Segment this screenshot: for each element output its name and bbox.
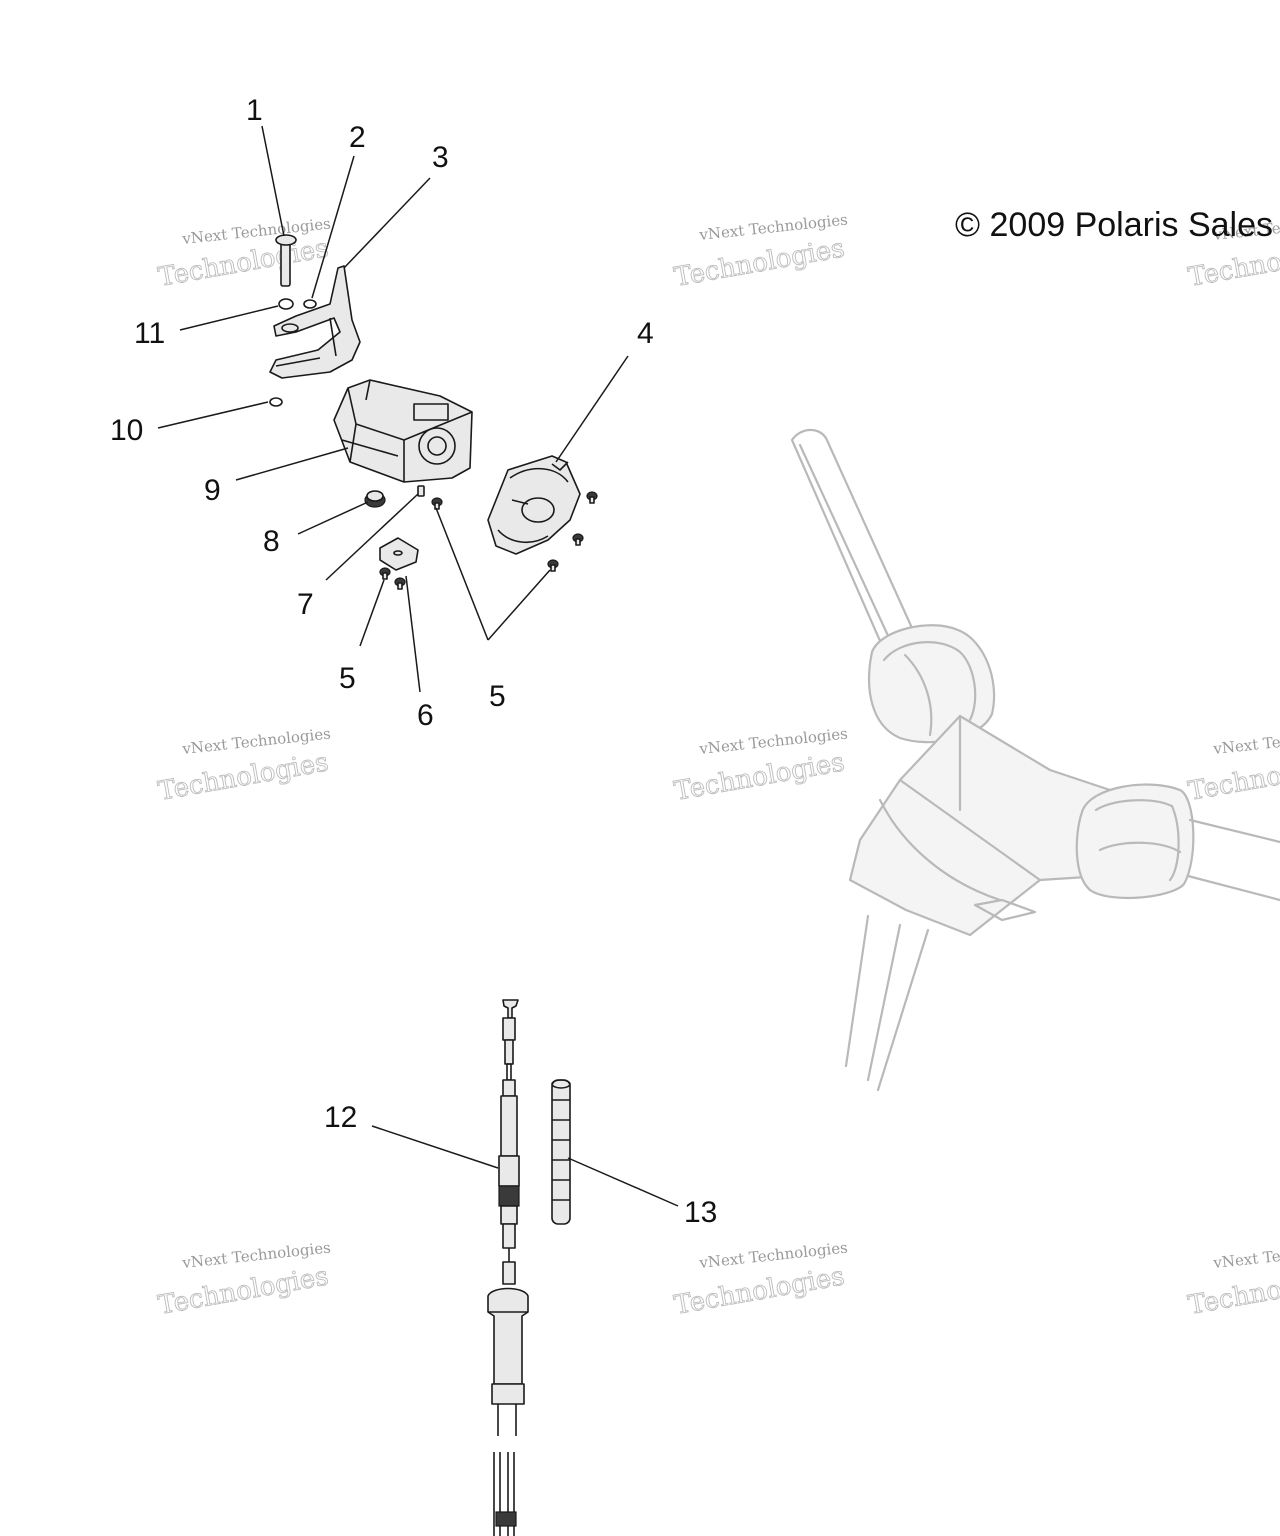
part-12-cable-assembly — [487, 999, 529, 1536]
callout-11: 11 — [134, 317, 165, 350]
callout-8: 8 — [263, 525, 280, 558]
leader-12 — [371, 1125, 499, 1169]
leader-3 — [343, 177, 431, 269]
leader-4 — [555, 355, 629, 463]
copyright-notice: © 2009 Polaris Sales — [955, 206, 1273, 244]
leader-1 — [261, 125, 285, 237]
part-4-switch-cover — [487, 455, 581, 555]
callout-numbers: 1 2 3 4 11 10 9 8 7 5 6 5 12 13 — [110, 94, 717, 1229]
watermark-bottom-right: vNext Technologies Technologies — [1186, 1239, 1280, 1322]
leader-10 — [157, 401, 269, 429]
leader-13 — [567, 1157, 679, 1207]
watermark-bottom-center: vNext Technologies Technologies — [672, 1239, 849, 1322]
watermark-line2: Technologies — [672, 1261, 847, 1320]
watermark-line2: Technologies — [1186, 747, 1280, 806]
part-1-bolt — [275, 234, 297, 287]
watermark-line1: vNext Technologies — [1212, 725, 1280, 759]
watermark-line1: vNext Technologies — [1212, 1239, 1280, 1273]
handlebar-ghost-illustration — [790, 428, 1280, 1092]
leader-6 — [405, 575, 421, 693]
watermark-line2: Technologies — [1186, 1261, 1280, 1320]
callout-6: 6 — [417, 699, 434, 732]
leader-5-left — [359, 579, 385, 647]
callout-7: 7 — [297, 588, 314, 621]
watermark-mid-center: vNext Technologies Technologies — [672, 725, 849, 808]
callout-5-right: 5 — [489, 680, 506, 713]
leader-7 — [325, 493, 419, 581]
leader-9 — [235, 447, 349, 481]
watermark-line2: Technologies — [156, 747, 331, 806]
part-13-sleeve — [551, 1079, 571, 1225]
callout-5-left: 5 — [339, 662, 356, 695]
callout-1: 1 — [246, 94, 263, 127]
callout-9: 9 — [204, 474, 221, 507]
watermark-group: vNext Technologies Technologies vNext Te… — [156, 211, 1280, 1322]
watermark-mid-right: vNext Technologies Technologies — [1186, 725, 1280, 808]
part-2-washer — [303, 299, 317, 309]
watermark-mid-left: vNext Technologies Technologies — [156, 725, 332, 808]
watermark-line2: Technologies — [156, 1261, 331, 1320]
part-5-screws — [379, 491, 598, 590]
watermark-top-left: vNext Technologies Technologies — [156, 215, 332, 294]
leader-5-right-a — [435, 507, 489, 641]
leader-11 — [179, 305, 279, 331]
part-8-grommet — [364, 490, 386, 508]
watermark-line2: Technologies — [672, 233, 847, 292]
leader-2 — [311, 155, 355, 299]
part-7-pin — [417, 485, 425, 497]
part-3-bracket — [269, 265, 361, 379]
watermark-bottom-left: vNext Technologies Technologies — [156, 1239, 332, 1322]
callout-10: 10 — [110, 414, 143, 447]
leader-8 — [297, 501, 369, 535]
watermark-top-center: vNext Technologies Technologies — [672, 211, 849, 294]
callout-4: 4 — [637, 317, 654, 350]
part-9-switch-housing — [333, 379, 473, 483]
callout-13: 13 — [684, 1196, 717, 1229]
part-6-plate — [379, 537, 419, 571]
part-11-washer — [278, 298, 294, 310]
leader-lines — [157, 125, 679, 1207]
watermark-line2: Technologies — [672, 747, 847, 806]
callout-3: 3 — [432, 141, 449, 174]
callout-2: 2 — [349, 121, 366, 154]
part-10-clip — [269, 397, 283, 407]
leader-5-right-b — [487, 569, 551, 641]
callout-12: 12 — [324, 1101, 357, 1134]
